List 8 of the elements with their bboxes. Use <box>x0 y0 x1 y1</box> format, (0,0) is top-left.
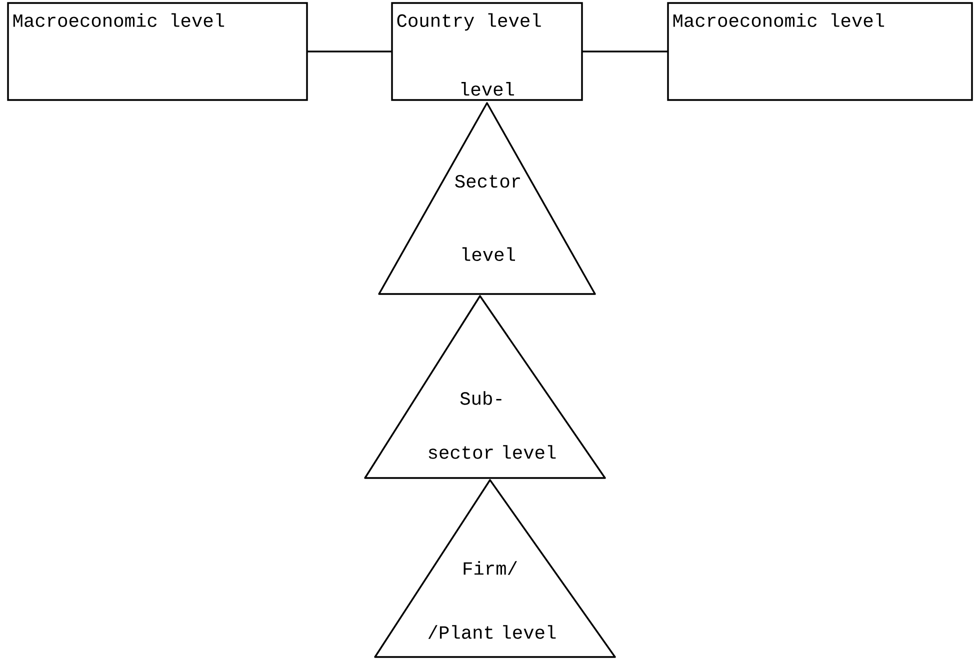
level-triangle: Firm/ /Plant level <box>374 479 616 658</box>
level-triangle: Sector level <box>378 102 596 295</box>
level-box: Macroeconomic level <box>7 2 308 101</box>
level-box: Country level level <box>391 2 583 101</box>
level-box: Macroeconomic level <box>667 2 973 101</box>
connector-line <box>307 50 392 52</box>
level-triangle: Sub- sector level <box>364 295 606 479</box>
connector-line <box>582 50 668 52</box>
